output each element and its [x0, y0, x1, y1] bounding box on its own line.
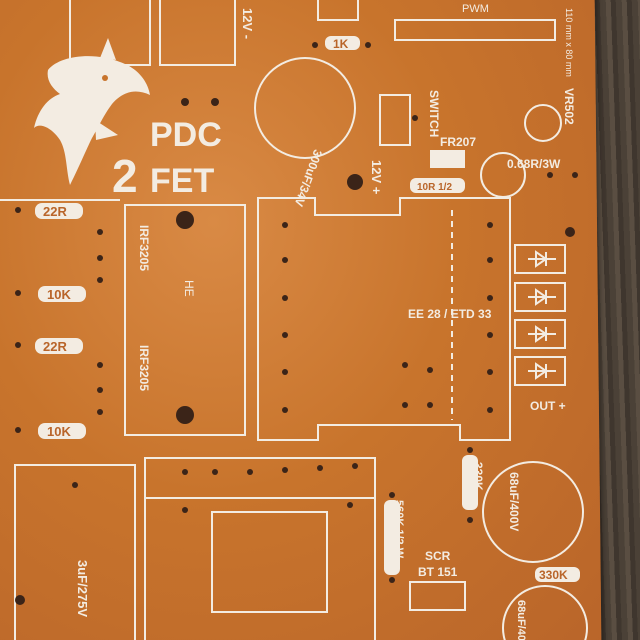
diode-1-outline	[514, 244, 566, 274]
switch-label: SWITCH	[427, 90, 441, 137]
brand-fet: FET	[150, 162, 214, 200]
res-22r-b-label: 22R	[43, 339, 67, 354]
dolphin-eye	[102, 75, 108, 81]
res-1k-label: 1K	[333, 37, 349, 51]
vr502-label: VR502	[562, 88, 576, 125]
cap-3uf-label: 3uF/275V	[75, 560, 90, 617]
pwm-header-outline	[394, 19, 556, 41]
scr-label: SCR	[425, 549, 451, 563]
transformer-outline	[257, 197, 511, 441]
fr207-body	[430, 150, 465, 168]
bt151-label: BT 151	[418, 565, 458, 579]
fet-b-label: IRF3205	[137, 345, 151, 391]
fr207-label: FR207	[440, 135, 476, 149]
res-330k-b-label: 330K	[539, 568, 568, 582]
inductor-core-outline	[211, 511, 328, 613]
inductor-header-outline	[144, 457, 376, 499]
label-dimensions: 110 mm x 80 mm	[564, 8, 574, 77]
drill-holes	[15, 42, 578, 605]
res-330k-a-label: 330K	[471, 462, 485, 491]
res-560k-body	[384, 500, 400, 575]
regulator-outline	[159, 0, 236, 66]
diode-2-outline	[514, 282, 566, 312]
res-22r-a-label: 22R	[43, 204, 67, 219]
res-330k-a-body	[462, 455, 478, 510]
res-10k-a-label: 10K	[47, 287, 71, 302]
heatsink-label: HE	[182, 280, 196, 297]
switch-outline	[379, 94, 411, 146]
cap-300uf-outline	[254, 57, 356, 159]
brand-pdc: PDC	[150, 116, 222, 154]
brand-2: 2	[112, 150, 138, 202]
transformer-label: EE 28 / ETD 33	[408, 307, 492, 321]
res-10r-label: 10R 1/2	[417, 182, 452, 193]
label-12v-minus: 12V -	[240, 8, 255, 39]
label-pwm: PWM	[462, 3, 489, 15]
res-068r-label: 0.68R/3W	[507, 157, 561, 171]
fet-heatsink-outline	[124, 204, 246, 436]
res-10k-b-label: 10K	[47, 424, 71, 439]
res-560k-label: 560K 1/2 W	[393, 500, 405, 559]
fet-a-label: IRF3205	[137, 225, 151, 271]
res-330k-b-body	[535, 567, 580, 582]
res-22r-a-body	[35, 203, 83, 219]
diode-symbols	[528, 250, 556, 380]
inductor-outline	[144, 497, 376, 640]
res-10k-b-body	[38, 423, 86, 439]
cap-3uf-outline	[14, 464, 136, 640]
res-10r-body	[410, 178, 465, 193]
res-1k-body	[325, 36, 360, 50]
cap-68uf-b-label: 68uF/400V	[515, 600, 527, 640]
scr-outline	[409, 581, 466, 611]
cap-68uf-b-outline	[502, 585, 588, 640]
label-12v-plus: 12V +	[369, 160, 384, 195]
cap-68uf-outline	[482, 461, 584, 563]
diode-3-outline	[514, 319, 566, 349]
diode-4-outline	[514, 356, 566, 386]
res-22r-b-body	[35, 338, 83, 354]
dolphin-logo	[34, 38, 150, 185]
out-plus-label: OUT +	[530, 399, 566, 413]
res-10k-a-body	[38, 286, 86, 302]
top-box-outline	[317, 0, 359, 21]
cap-68uf-label: 68uF/400V	[507, 472, 521, 531]
vr502-outline	[524, 104, 562, 142]
